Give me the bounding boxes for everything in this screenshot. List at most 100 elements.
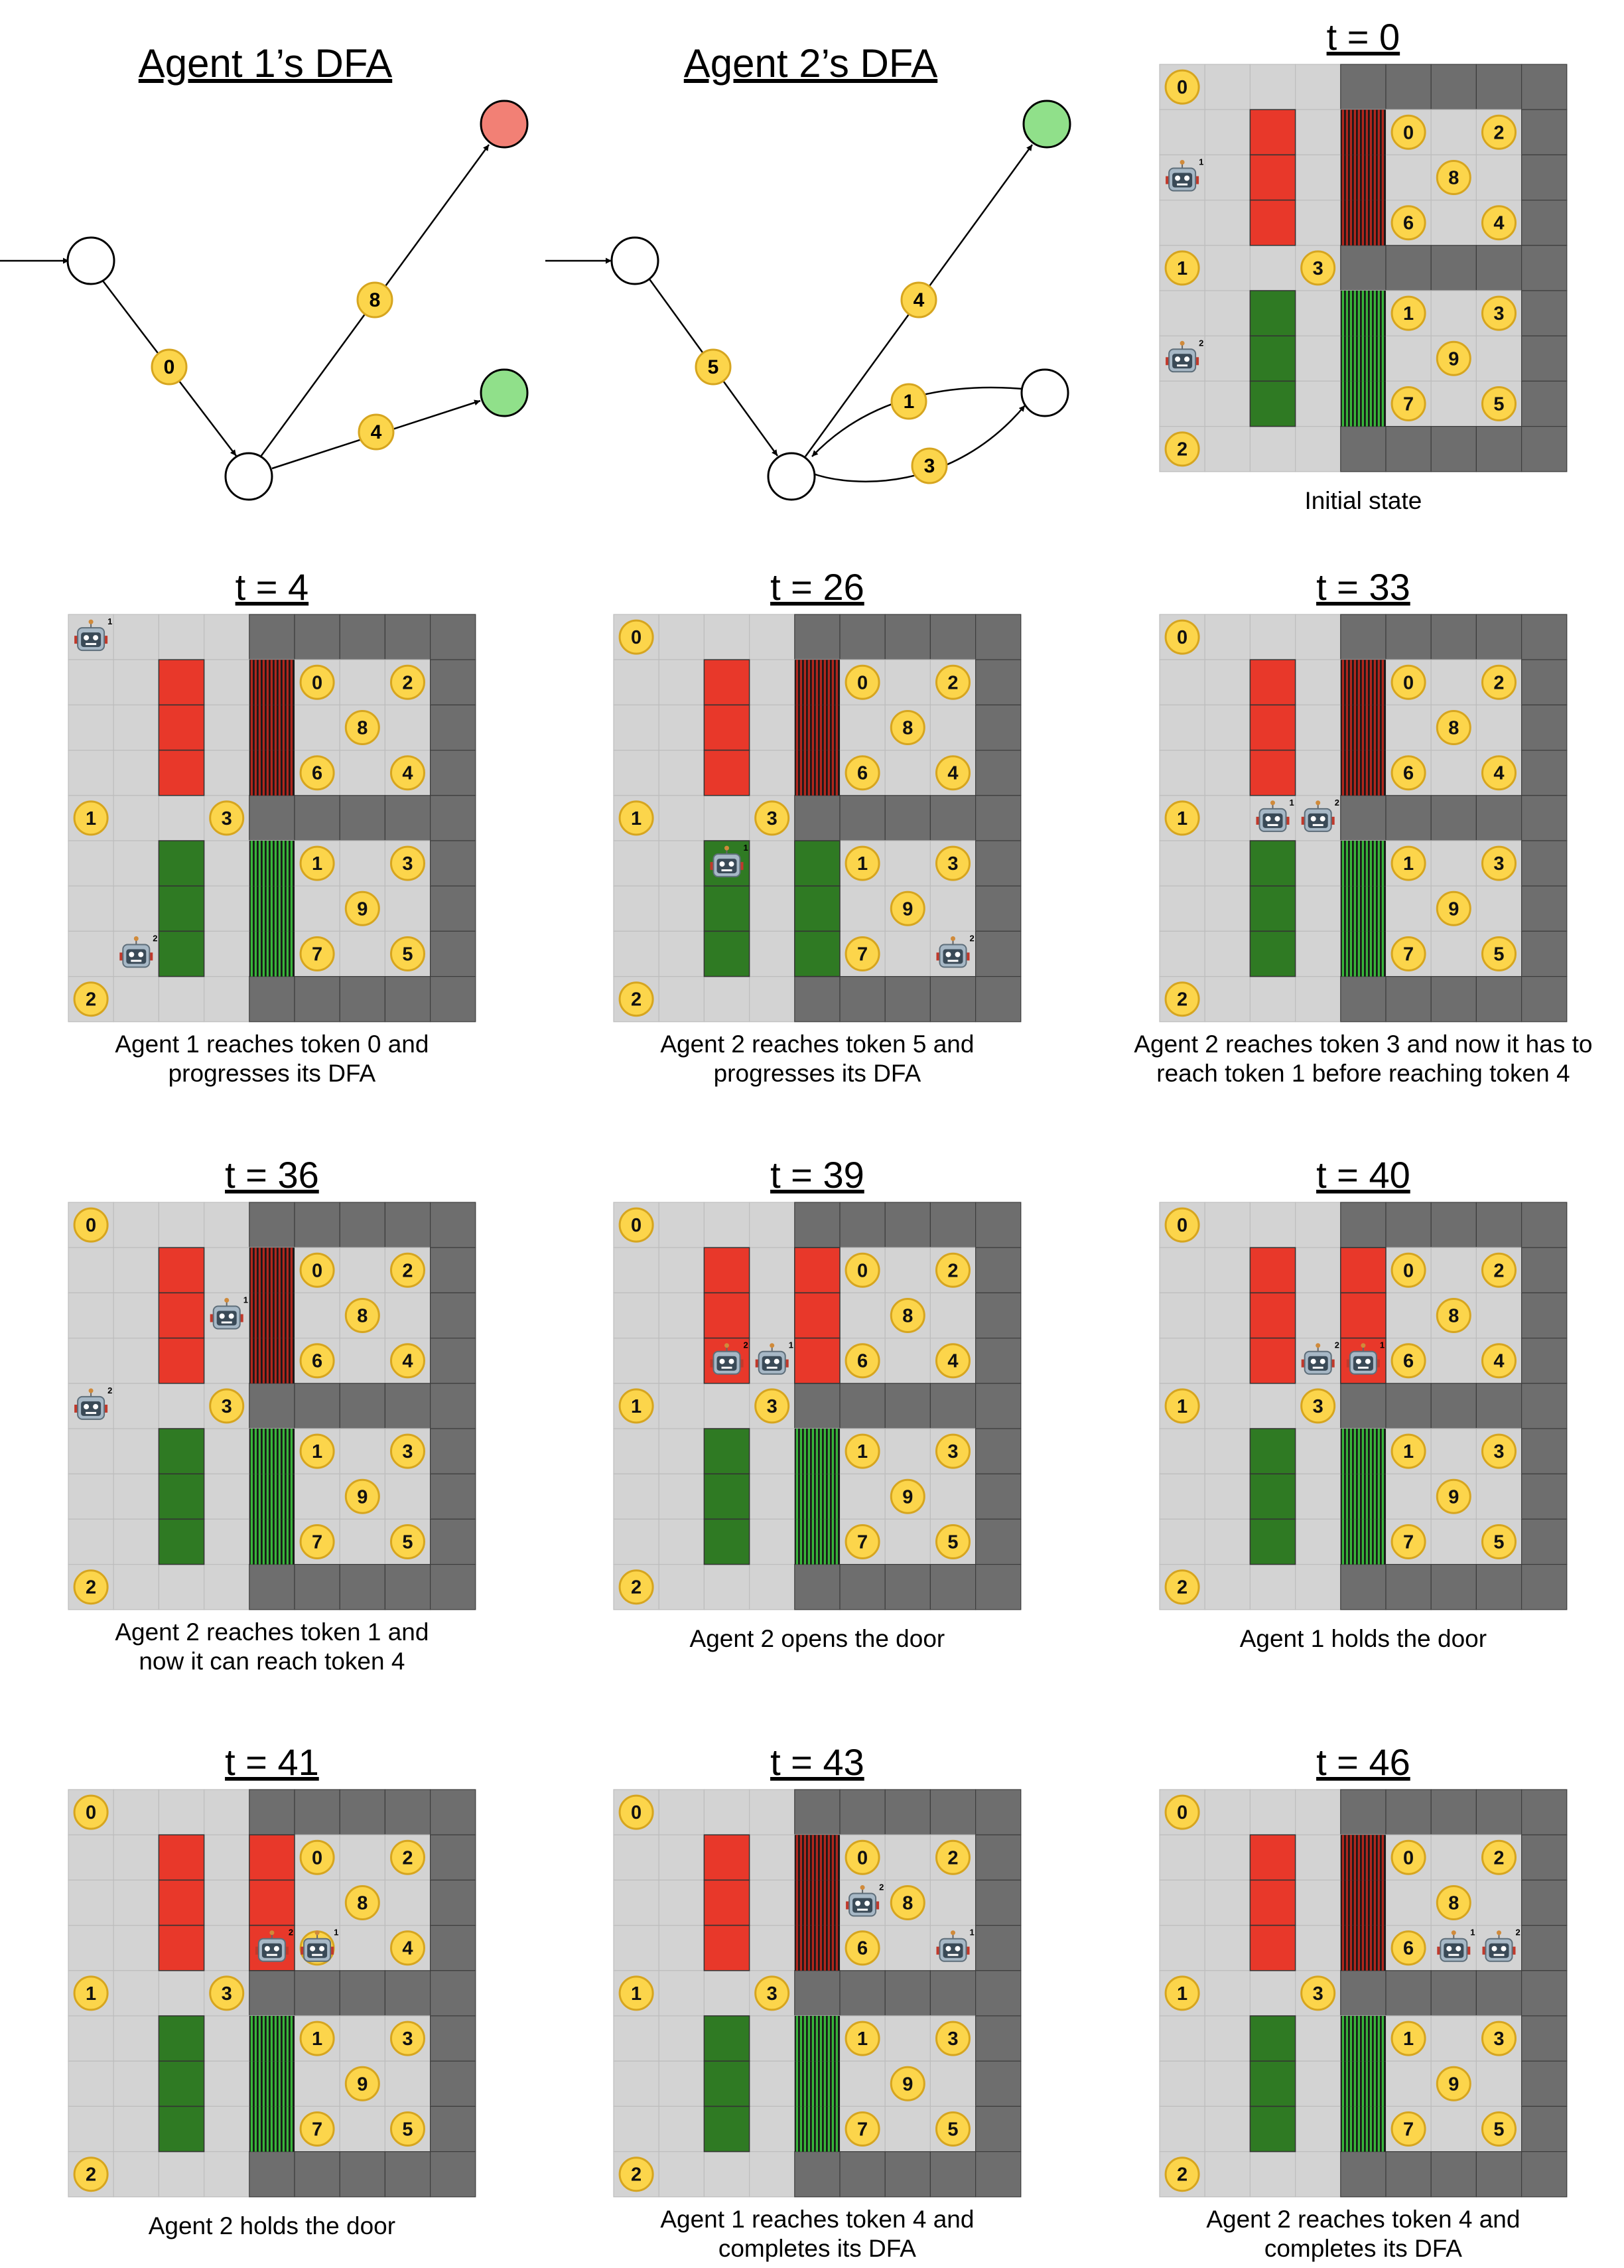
- token-0: 0: [845, 1252, 880, 1288]
- svg-text:1: 1: [631, 1396, 642, 1417]
- green-door: [794, 2016, 840, 2062]
- green-door: [249, 931, 295, 977]
- green-block: [703, 1518, 750, 1565]
- svg-text:9: 9: [1448, 348, 1459, 370]
- svg-text:1: 1: [1403, 2028, 1414, 2050]
- svg-text:3: 3: [222, 1983, 232, 2005]
- token-6: 6: [299, 1343, 335, 1379]
- red-door: [249, 750, 295, 796]
- token-1: 1: [1164, 1388, 1200, 1424]
- svg-text:2: 2: [947, 672, 958, 693]
- red-block: [1249, 109, 1296, 156]
- svg-text:3: 3: [1493, 853, 1504, 875]
- svg-text:2: 2: [1493, 1260, 1504, 1281]
- green-block: [158, 1428, 205, 1474]
- token-0: 0: [845, 1839, 880, 1875]
- green-door: [794, 930, 841, 977]
- robot-agent-2: 2: [710, 1340, 748, 1375]
- svg-text:0: 0: [86, 1802, 96, 1823]
- red-block: [703, 1879, 750, 1926]
- green-door: [1340, 841, 1386, 886]
- svg-text:9: 9: [1448, 898, 1459, 920]
- svg-text:2: 2: [1177, 2164, 1187, 2186]
- green-block: [158, 885, 205, 932]
- red-door: [794, 1292, 841, 1339]
- token-0: 0: [1164, 1207, 1200, 1243]
- svg-text:7: 7: [857, 944, 868, 965]
- red-block: [1249, 659, 1296, 706]
- token-2: 2: [618, 981, 654, 1017]
- red-door: [1340, 1880, 1386, 1926]
- svg-text:4: 4: [1493, 1351, 1504, 1372]
- svg-text:2: 2: [879, 1882, 884, 1892]
- grid-cells: [613, 614, 1022, 1023]
- red-door: [249, 660, 295, 705]
- green-door: [1340, 1429, 1386, 1474]
- green-block: [1249, 930, 1296, 977]
- svg-text:3: 3: [767, 808, 778, 829]
- svg-text:2: 2: [744, 1340, 748, 1350]
- svg-text:1: 1: [334, 1928, 338, 1938]
- green-block: [703, 1473, 750, 1520]
- red-block: [1249, 1292, 1296, 1339]
- svg-text:6: 6: [1403, 763, 1414, 784]
- token-7: 7: [299, 2111, 335, 2147]
- green-door: [794, 840, 841, 886]
- svg-text:9: 9: [1448, 1486, 1459, 1508]
- red-door: [1340, 660, 1386, 705]
- svg-text:8: 8: [357, 718, 368, 739]
- svg-text:1: 1: [312, 853, 322, 875]
- red-block: [703, 1834, 750, 1881]
- token-9: 9: [890, 1478, 925, 1514]
- token-2: 2: [618, 1569, 654, 1605]
- red-block: [1249, 1247, 1296, 1294]
- svg-text:0: 0: [631, 1802, 642, 1823]
- red-block: [158, 1337, 205, 1384]
- token-9: 9: [344, 890, 380, 926]
- svg-text:0: 0: [86, 1215, 96, 1236]
- token-6: 6: [1390, 1930, 1426, 1966]
- token-1: 1: [1390, 2020, 1426, 2056]
- svg-text:3: 3: [222, 1396, 232, 1417]
- svg-text:4: 4: [402, 1938, 413, 1959]
- red-door: [249, 1247, 295, 1293]
- svg-text:2: 2: [947, 1260, 958, 1281]
- red-block: [1249, 704, 1296, 751]
- token-4: 4: [390, 1343, 425, 1379]
- token-2: 2: [73, 1569, 109, 1605]
- svg-text:3: 3: [1493, 1441, 1504, 1462]
- token-2: 2: [1164, 2157, 1200, 2192]
- svg-text:8: 8: [1448, 168, 1459, 189]
- token-8: 8: [890, 710, 925, 745]
- panel-caption: Agent 2 holds the door: [149, 2212, 395, 2239]
- token-6: 6: [1390, 1343, 1426, 1379]
- token-7: 7: [299, 1524, 335, 1559]
- token-0: 0: [845, 664, 880, 700]
- green-door: [249, 1429, 295, 1474]
- token-6: 6: [1390, 205, 1426, 241]
- red-door: [794, 1835, 840, 1880]
- green-block: [1249, 2060, 1296, 2107]
- token-1: 1: [299, 845, 335, 881]
- dfa-agent2: Agent 2’s DFA 5 4 1 3: [545, 41, 1071, 501]
- robot-agent-2: 2: [74, 1385, 112, 1420]
- green-door: [1340, 2061, 1386, 2107]
- svg-text:5: 5: [1493, 2119, 1504, 2141]
- token-3: 3: [1481, 1433, 1517, 1469]
- svg-text:1: 1: [789, 1340, 793, 1350]
- red-block: [158, 659, 205, 706]
- svg-text:8: 8: [902, 1893, 913, 1914]
- panel-caption: completes its DFA: [1264, 2235, 1462, 2262]
- token-2: 2: [1164, 1569, 1200, 1605]
- red-block: [703, 704, 750, 751]
- token-4: 4: [1481, 755, 1517, 791]
- green-door: [1340, 2016, 1386, 2062]
- token-0: 0: [299, 664, 335, 700]
- svg-text:3: 3: [1493, 303, 1504, 324]
- green-door: [249, 1519, 295, 1565]
- panel-title: t = 41: [225, 1741, 319, 1783]
- dfa1-label-8: 8: [356, 281, 393, 319]
- svg-text:2: 2: [631, 989, 642, 1011]
- green-door: [794, 2061, 840, 2107]
